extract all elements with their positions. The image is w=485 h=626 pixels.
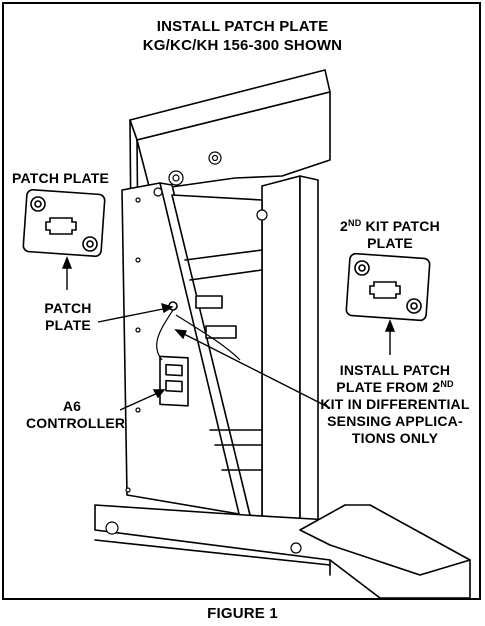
title-line-2: KG/KC/KH 156-300 SHOWN [142, 37, 343, 54]
install-note-line-1: INSTALL PATCH [339, 362, 451, 378]
patch-plate-top-label: PATCH PLATE [12, 170, 110, 186]
a6-controller-label: A6 CONTROLLER [26, 398, 126, 432]
right-column [261, 175, 301, 536]
second-kit-label-line-1: 2ND KIT PATCH [340, 218, 440, 234]
install-note-line-4: SENSING APPLICA- [327, 413, 463, 429]
right-column-front [299, 175, 319, 531]
second-kit-label-line-2: PLATE [367, 235, 413, 251]
figure-title: INSTALL PATCH PLATE KG/KC/KH 156-300 SHO… [0, 17, 485, 55]
second-kit-label: 2ND KIT PATCH PLATE [330, 218, 450, 252]
sensor-wire [156, 309, 174, 361]
patch-plate-label: PATCH PLATE [38, 300, 98, 334]
install-note-line-5: TIONS ONLY [351, 430, 439, 446]
patch-plate-detail [22, 188, 106, 258]
install-note-line-3: KIT IN DIFFERENTIAL [320, 396, 470, 412]
controller-label-line-1: A6 [62, 398, 82, 414]
controller-label-line-2: CONTROLLER [26, 415, 126, 431]
figure-border [2, 2, 481, 600]
install-note-line-2: PLATE FROM 2ND [336, 379, 454, 395]
figure-caption: FIGURE 1 [207, 605, 278, 622]
patch-plate-label-line-1: PATCH [44, 300, 92, 316]
base-housing [299, 504, 471, 576]
bracket-lower [205, 325, 237, 339]
install-note-label: INSTALL PATCH PLATE FROM 2ND KIT IN DIFF… [320, 362, 470, 447]
base-rail [94, 504, 471, 599]
second-kit-patch-plate [345, 252, 431, 322]
bracket-upper [195, 295, 223, 309]
title-line-1: INSTALL PATCH PLATE [156, 18, 329, 35]
patch-plate-label-line-2: PLATE [45, 317, 91, 333]
